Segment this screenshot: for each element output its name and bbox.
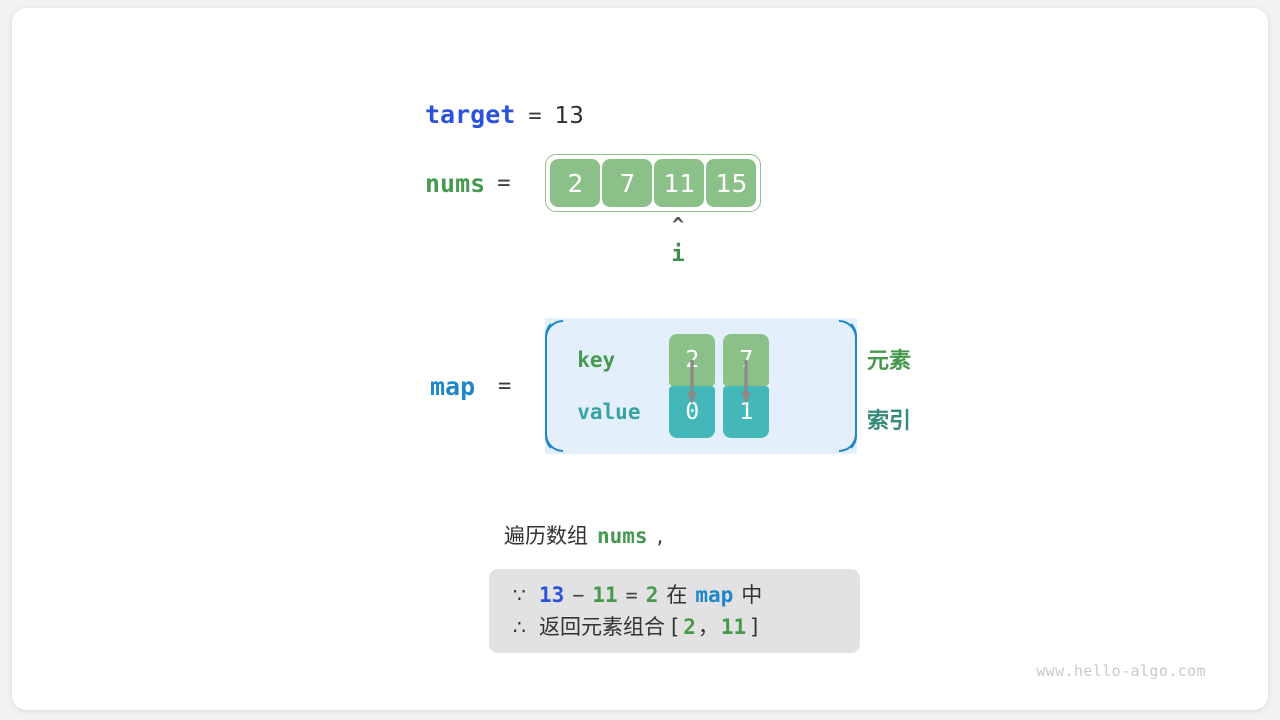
map-row-labels: key value <box>577 334 665 438</box>
result-comma: ， <box>697 615 719 639</box>
conclusion-current-value: 11 <box>592 583 618 607</box>
conclusion-map-name: map <box>695 583 734 607</box>
map-value-row-label: value <box>577 400 641 424</box>
map-entry-1: 7 1 <box>723 334 770 438</box>
conclusion-in-text: 在 <box>666 583 688 607</box>
map-equals-sign: = <box>498 373 512 399</box>
result-bracket-open: [ <box>671 615 680 639</box>
figure-card: target = 13 nums = 2 7 11 15 ^ i map = k… <box>12 8 1268 710</box>
nums-array: 2 7 11 15 <box>545 154 762 212</box>
map-bracket-left-icon <box>545 318 564 454</box>
target-equals-sign: = <box>528 104 542 129</box>
result-bracket-close: ] <box>750 615 759 639</box>
map-entry-0-value: 0 <box>669 386 716 438</box>
caption-punctuation: , <box>656 524 664 548</box>
caret-up-icon: ^ <box>671 213 685 237</box>
map-entry-0-key: 2 <box>669 334 716 386</box>
watermark: www.hello-algo.com <box>1036 662 1206 680</box>
index-pointer-label: i <box>671 242 685 267</box>
map-entry-1-key: 7 <box>723 334 770 386</box>
result-value-b: 11 <box>720 615 747 639</box>
map-entry-1-value: 1 <box>723 386 770 438</box>
nums-cell-1: 7 <box>602 159 653 207</box>
therefore-symbol: ∴ <box>513 615 526 639</box>
conclusion-line-2: ∴ 返回元素组合 [ 2 ， 11 ] <box>489 611 860 643</box>
map-container: key value 2 0 <box>545 318 858 454</box>
target-row: target = 13 <box>425 100 584 129</box>
caption-line: 遍历数组 nums , <box>504 520 663 550</box>
conclusion-line-1: ∵ 13 − 11 = 2 在 map 中 <box>489 579 860 611</box>
nums-equals-sign: = <box>497 170 511 196</box>
map-inner: key value 2 0 <box>545 334 770 438</box>
result-value-a: 2 <box>683 615 696 639</box>
conclusion-box: ∵ 13 − 11 = 2 在 map 中 ∴ 返回元素组合 [ 2 ， 11 … <box>489 569 860 653</box>
conclusion-minus-sign: − <box>572 583 585 607</box>
nums-variable-name: nums <box>425 168 486 198</box>
nums-cell-2: 11 <box>654 159 705 207</box>
index-pointer-group: ^ i <box>652 213 704 267</box>
map-entry-columns: 2 0 7 1 <box>669 334 770 438</box>
caption-prefix: 遍历数组 <box>504 524 588 548</box>
nums-cell-3: 15 <box>706 159 757 207</box>
map-variable-name: map <box>430 371 476 401</box>
nums-cell-0: 2 <box>550 159 601 207</box>
map-entry-0: 2 0 <box>669 334 716 438</box>
conclusion-suffix-text: 中 <box>741 583 763 607</box>
map-key-row-label: key <box>577 348 616 372</box>
map-bracket-right-icon <box>839 318 858 454</box>
caption-code-nums: nums <box>597 524 648 548</box>
target-variable-name: target <box>425 100 516 129</box>
target-value: 13 <box>554 103 584 129</box>
because-symbol: ∵ <box>513 583 526 607</box>
legend-element-label: 元素 <box>867 349 912 374</box>
conclusion-complement-value: 2 <box>645 583 659 607</box>
nums-row: nums = 2 7 11 15 <box>425 154 762 212</box>
conclusion-equals-sign: = <box>625 583 638 607</box>
conclusion-result-text: 返回元素组合 <box>539 615 665 639</box>
legend-index-label: 索引 <box>867 409 912 434</box>
map-legend: 元素 索引 <box>867 343 911 463</box>
conclusion-target-value: 13 <box>539 583 565 607</box>
map-row: map = key value 2 0 <box>430 318 858 454</box>
